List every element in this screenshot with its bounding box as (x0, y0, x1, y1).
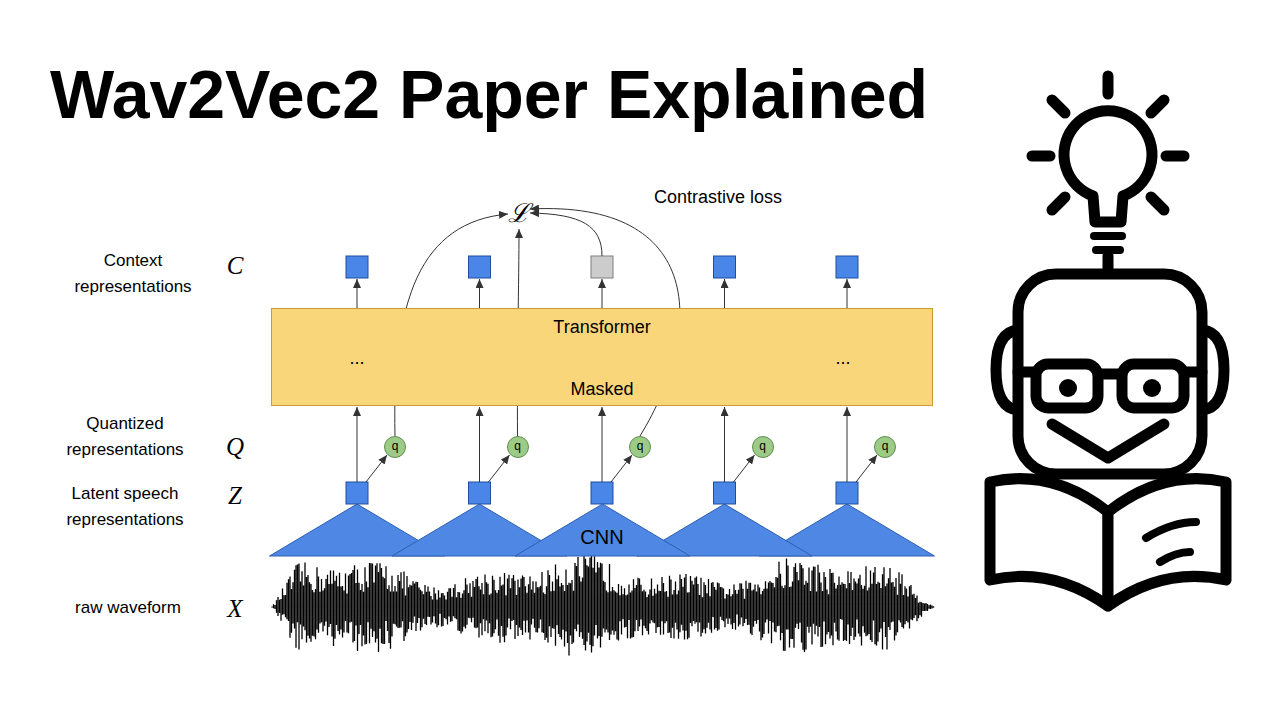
quantizer-circle: q (384, 436, 406, 458)
loss-label: Contrastive loss (654, 187, 782, 209)
cnn-triangles (270, 504, 935, 556)
latent-boxes (346, 482, 858, 504)
loss-symbol: ℒ (508, 198, 530, 229)
row-label: Quantized representations (50, 411, 200, 462)
circle-shape (507, 437, 528, 458)
latent-box (836, 482, 858, 504)
flow-arrow (602, 407, 603, 482)
context-box (469, 256, 491, 278)
quantize-arrow (489, 455, 510, 482)
quantizer-label: q (759, 439, 766, 453)
flow-arrow (724, 279, 725, 308)
flow-arrow (847, 407, 848, 482)
latent-box (591, 482, 613, 504)
quantize-arrow (611, 455, 632, 482)
loss-curve (530, 213, 602, 256)
latent-box (469, 482, 491, 504)
cnn-encoder: CNN (515, 504, 690, 556)
robot-head (1018, 274, 1202, 474)
latent-box (714, 482, 736, 504)
quantizer-label: q (882, 439, 889, 453)
light-ray (1052, 100, 1065, 113)
math-symbol: C (227, 251, 244, 281)
robot-eye (1143, 379, 1161, 397)
book-text-line (1160, 552, 1190, 562)
flow-arrow (357, 407, 358, 482)
quantize-arrow (856, 455, 877, 482)
light-bulb (1064, 111, 1152, 222)
context-box (714, 256, 736, 278)
waveform-path (272, 554, 934, 655)
context-box (346, 256, 368, 278)
light-ray (1052, 197, 1065, 210)
rect-shape (272, 309, 933, 406)
quantizer-label: q (392, 439, 399, 453)
quantizer-circle: q (629, 436, 651, 458)
band-title: Transformer (553, 317, 650, 339)
quantize-arrow (734, 455, 755, 482)
flow-arrow (357, 279, 358, 308)
row-label: Context representations (58, 248, 208, 299)
light-ray (1151, 197, 1164, 210)
triangle-shape (515, 504, 690, 556)
open-book (1108, 479, 1226, 606)
flow-arrow (602, 279, 603, 308)
ellipsis-mark: ... (349, 348, 364, 370)
robot-beard (1052, 424, 1164, 458)
flow-arrow (724, 407, 725, 482)
glasses-lens (1036, 364, 1098, 408)
reader-illustration (990, 76, 1226, 606)
glasses-lens (1122, 364, 1184, 408)
circle-shape (630, 437, 651, 458)
band-note: Masked (570, 379, 633, 401)
math-symbol: X (227, 594, 242, 624)
quantizer-circle: q (874, 436, 896, 458)
quantizer-label: q (514, 439, 521, 453)
robot-eye (1059, 379, 1077, 397)
flow-arrow (847, 279, 848, 308)
light-ray (1151, 100, 1164, 113)
flow-arrow (479, 279, 480, 308)
circle-shape (385, 437, 406, 458)
math-symbol: Q (226, 432, 244, 462)
math-symbol: Z (228, 481, 242, 511)
circle-shape (875, 437, 896, 458)
light-ray (1032, 151, 1050, 162)
book-text-line (1146, 522, 1196, 538)
encoder-label: CNN (580, 525, 623, 549)
flow-arrow (479, 407, 480, 482)
context-box (836, 256, 858, 278)
bulb-screw (1094, 232, 1122, 240)
quantizer-label: q (637, 439, 644, 453)
light-ray (1103, 76, 1114, 94)
light-ray (1166, 151, 1184, 162)
quantizer-circle: q (752, 436, 774, 458)
row-label: Latent speech representations (50, 481, 200, 532)
latent-box (346, 482, 368, 504)
circle-shape (752, 437, 773, 458)
row-label: raw waveform (75, 598, 181, 618)
transformer-band: Transformer...... Masked (271, 308, 933, 406)
masked-context-box (591, 256, 613, 278)
page-title: Wav2Vec2 Paper Explained (50, 60, 928, 128)
quantize-arrow (366, 455, 387, 482)
raw-waveform (272, 554, 934, 655)
quantizer-circle: q (507, 436, 529, 458)
glasses-bridge (1098, 369, 1122, 380)
ellipsis-mark: ... (835, 348, 850, 370)
open-book (990, 479, 1108, 606)
